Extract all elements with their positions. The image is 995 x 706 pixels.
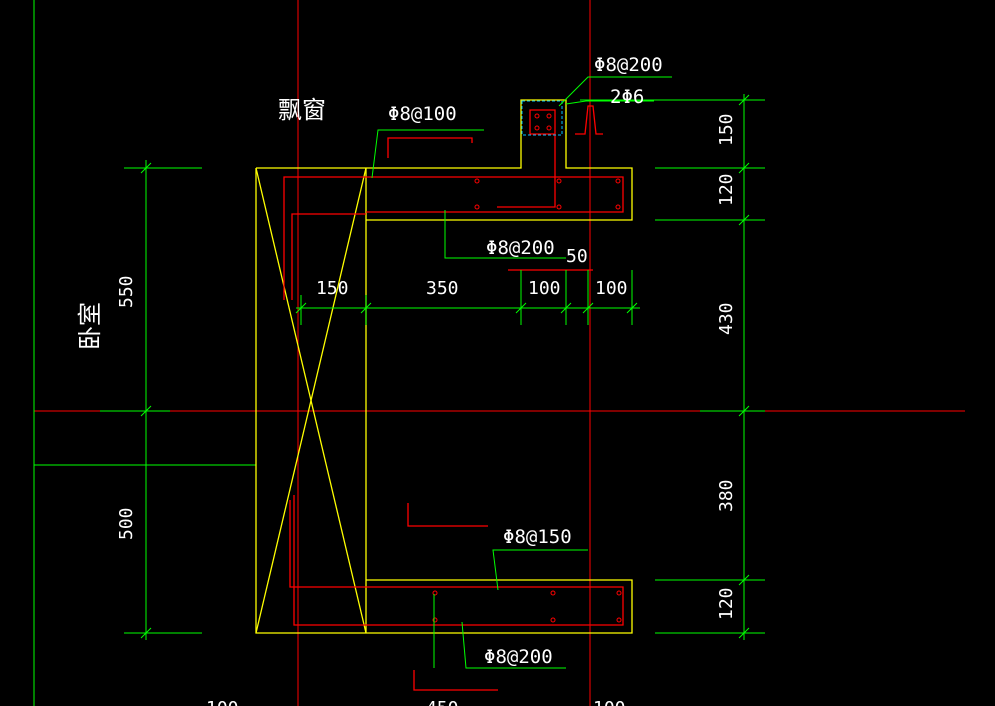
rebar-mark-lower: [407, 503, 488, 527]
dim-text-350: 350: [426, 278, 459, 299]
label-top-rebar: Φ8@100: [388, 103, 457, 125]
label-mid-rebar: Φ8@200: [486, 237, 555, 259]
dim-text-l500: 500: [116, 507, 137, 540]
dim-text-r150: 150: [716, 113, 737, 146]
leader-bottom-rebar: [461, 621, 566, 669]
dimension-chain-horizontal: [295, 270, 640, 325]
concrete-outline: [255, 99, 633, 634]
rebar-upper-outer: [283, 176, 624, 300]
rebar-dot: [556, 204, 562, 210]
label-bottom-rebar: Φ8@200: [484, 646, 553, 668]
dim-text-50: 50: [566, 246, 588, 267]
leader-stirrup-top: [558, 76, 672, 107]
dim-text-150: 150: [316, 278, 349, 299]
dim-tick: [295, 302, 307, 314]
label-small-bars: 2Φ6: [610, 86, 644, 108]
leader-mid-rebar: [444, 210, 566, 259]
dim-tick: [738, 214, 750, 226]
leader-lower-rebar: [492, 549, 588, 591]
rebar-dot: [546, 113, 552, 119]
rebar-dot: [534, 125, 540, 131]
label-lower-rebar: Φ8@150: [503, 526, 572, 548]
dim-text-r120a: 120: [716, 173, 737, 206]
wall-lines: [33, 0, 256, 706]
rebar-dots: [432, 113, 622, 623]
rebar-dot: [534, 113, 540, 119]
dim-text-bottom-3: 100: [593, 698, 626, 706]
dim-text-bottom-2: 450: [426, 698, 459, 706]
dim-tick: [738, 162, 750, 174]
dim-text-l550: 550: [116, 275, 137, 308]
leader-lines: [371, 76, 672, 669]
rebar-mark-bottom: [413, 670, 498, 691]
dim-tick: [738, 627, 750, 639]
rebar-dot: [474, 178, 480, 184]
leader-top-rebar: [371, 129, 484, 179]
rebar-dot: [615, 204, 621, 210]
label-stirrup-top: Φ8@200: [594, 54, 663, 76]
rebar-dot: [615, 178, 621, 184]
label-bedroom: 卧室: [76, 302, 104, 350]
column-section-dashed: [521, 100, 563, 136]
dim-tick: [738, 405, 750, 417]
dim-tick: [360, 302, 372, 314]
dim-text-r430: 430: [716, 302, 737, 335]
dim-tick: [140, 627, 152, 639]
rebar-dot: [550, 617, 556, 623]
dim-tick: [626, 302, 638, 314]
dim-tick: [738, 94, 750, 106]
rebar: [283, 105, 624, 691]
dim-text-r120b: 120: [716, 587, 737, 620]
dim-text-r380: 380: [716, 479, 737, 512]
leader-small-bars: [565, 100, 654, 105]
rebar-upper-inner: [291, 213, 366, 300]
rebar-mark-top: [387, 137, 473, 158]
dim-tick: [738, 574, 750, 586]
dimension-chain-left: [100, 160, 202, 640]
rebar-dot: [616, 590, 622, 596]
dim-text-bottom-1: 100: [206, 698, 239, 706]
rebar-lower-outer: [289, 495, 624, 626]
wall-cross-b: [255, 167, 367, 634]
dim-tick: [140, 162, 152, 174]
dimension-chain-right: [580, 94, 765, 640]
axis-lines: [34, 0, 965, 706]
dim-tick: [582, 302, 594, 314]
rebar-stirrup-upturn: [497, 109, 556, 208]
dim-text-100a: 100: [528, 278, 561, 299]
rebar-hook-top-right: [575, 105, 603, 135]
outline-upper-slab: [256, 99, 633, 221]
rebar-dot: [432, 617, 438, 623]
dim-text-100b: 100: [595, 278, 628, 299]
label-bay-window: 飘窗: [278, 96, 326, 124]
outline-lower-slab: [255, 168, 633, 634]
rebar-dot: [556, 178, 562, 184]
dim-tick: [560, 302, 572, 314]
rebar-dot: [474, 204, 480, 210]
rebar-dot: [550, 590, 556, 596]
rebar-dot: [546, 125, 552, 131]
dim-tick: [140, 405, 152, 417]
rebar-dot: [616, 617, 622, 623]
dim-tick: [515, 302, 527, 314]
rebar-dot: [432, 590, 438, 596]
